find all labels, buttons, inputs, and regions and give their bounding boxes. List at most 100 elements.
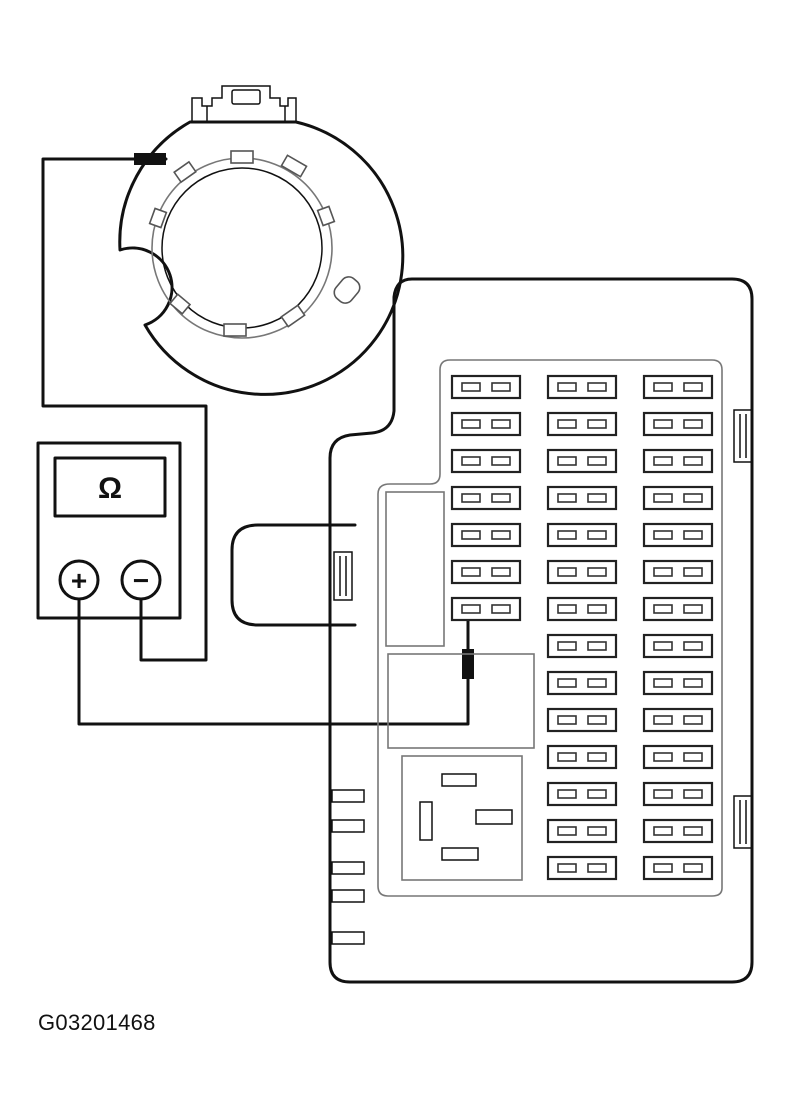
fuse-terminal — [653, 419, 673, 429]
fuse — [642, 744, 714, 770]
fuse-terminal — [461, 567, 481, 577]
fuse-terminal — [587, 789, 607, 799]
fuse — [642, 596, 714, 622]
fuse-terminal — [683, 789, 703, 799]
fuse-terminal — [683, 715, 703, 725]
fuse-terminal — [683, 678, 703, 688]
fuse-terminal — [683, 826, 703, 836]
fuse-terminal — [683, 419, 703, 429]
fuse — [546, 633, 618, 659]
clockspring-housing — [118, 120, 405, 396]
fuse-terminal — [461, 604, 481, 614]
fuse — [642, 522, 714, 548]
clockspring-component — [118, 85, 405, 396]
fuse-panel-left-tabs — [331, 789, 365, 945]
fuse — [450, 522, 522, 548]
ohmmeter-body — [36, 441, 182, 620]
fuse-terminal — [683, 641, 703, 651]
clockspring-connector — [191, 85, 297, 122]
fuse-terminal — [653, 863, 673, 873]
fuse-terminal — [461, 493, 481, 503]
fuse-terminal — [587, 678, 607, 688]
fuse — [450, 411, 522, 437]
fuse-terminal — [587, 826, 607, 836]
fuse — [546, 559, 618, 585]
fuse-panel-housing — [328, 277, 754, 984]
positive-terminal-symbol: + — [71, 565, 87, 596]
fuse-panel — [230, 277, 754, 984]
fuse-terminal — [587, 530, 607, 540]
fuse-terminal — [653, 530, 673, 540]
fuse-terminal — [557, 789, 577, 799]
fuse-terminal — [587, 752, 607, 762]
fuse — [642, 670, 714, 696]
relay-socket — [401, 755, 523, 881]
fuse-terminal — [461, 382, 481, 392]
fuse — [642, 707, 714, 733]
fuse-terminal — [653, 493, 673, 503]
fuse-terminal — [653, 826, 673, 836]
fuse-terminal — [557, 456, 577, 466]
fuse-terminal — [683, 530, 703, 540]
fuse — [450, 559, 522, 585]
ohm-symbol: Ω — [98, 472, 122, 505]
fuse-terminal — [683, 456, 703, 466]
fuse-terminal — [683, 604, 703, 614]
fuse-terminal — [557, 530, 577, 540]
fuse-terminal — [557, 567, 577, 577]
fuse-terminal — [557, 826, 577, 836]
fuse — [546, 670, 618, 696]
fuse-terminal — [557, 604, 577, 614]
fuse — [546, 818, 618, 844]
fuse-terminal — [683, 382, 703, 392]
fuse-terminal — [653, 604, 673, 614]
fuse — [642, 448, 714, 474]
negative-lead-wire — [41, 157, 208, 662]
fuse-terminal — [683, 567, 703, 577]
fuse-terminal — [587, 493, 607, 503]
fuse — [546, 855, 618, 881]
fuse-terminal — [557, 419, 577, 429]
fuse — [642, 411, 714, 437]
fuse-grid — [450, 374, 714, 881]
fuse-terminal — [461, 530, 481, 540]
relay-block-middle — [387, 653, 535, 749]
fuse-terminal — [491, 419, 511, 429]
fuse — [546, 374, 618, 400]
fuse-terminal — [653, 382, 673, 392]
fuse — [546, 522, 618, 548]
fuse — [642, 374, 714, 400]
fuse-terminal — [587, 604, 607, 614]
fuse-terminal — [491, 604, 511, 614]
fuse-probe — [462, 649, 474, 679]
fuse-terminal — [683, 863, 703, 873]
figure-id-label: G03201468 — [38, 1010, 156, 1035]
fuse-terminal — [491, 382, 511, 392]
fuse — [450, 448, 522, 474]
fuse — [546, 707, 618, 733]
fuse-terminal — [557, 641, 577, 651]
fuse-terminal — [653, 789, 673, 799]
fuse-terminal — [557, 678, 577, 688]
negative-terminal — [120, 559, 162, 601]
fuse — [546, 744, 618, 770]
fuse-terminal — [653, 678, 673, 688]
fuse — [450, 485, 522, 511]
fuse-terminal — [587, 715, 607, 725]
fuse-terminal — [491, 567, 511, 577]
fuse — [546, 448, 618, 474]
clockspring-tabs — [148, 150, 361, 337]
fuse — [450, 374, 522, 400]
fuse-panel-cavity — [377, 359, 723, 897]
fuse-terminal — [557, 752, 577, 762]
fuse-terminal — [653, 752, 673, 762]
fuse — [642, 559, 714, 585]
fuse — [642, 855, 714, 881]
fuse-terminal — [653, 641, 673, 651]
fuse-terminal — [491, 456, 511, 466]
fuse-terminal — [653, 456, 673, 466]
fuse-terminal — [461, 456, 481, 466]
relay-block-upper — [385, 491, 445, 647]
fuse-terminal — [587, 567, 607, 577]
